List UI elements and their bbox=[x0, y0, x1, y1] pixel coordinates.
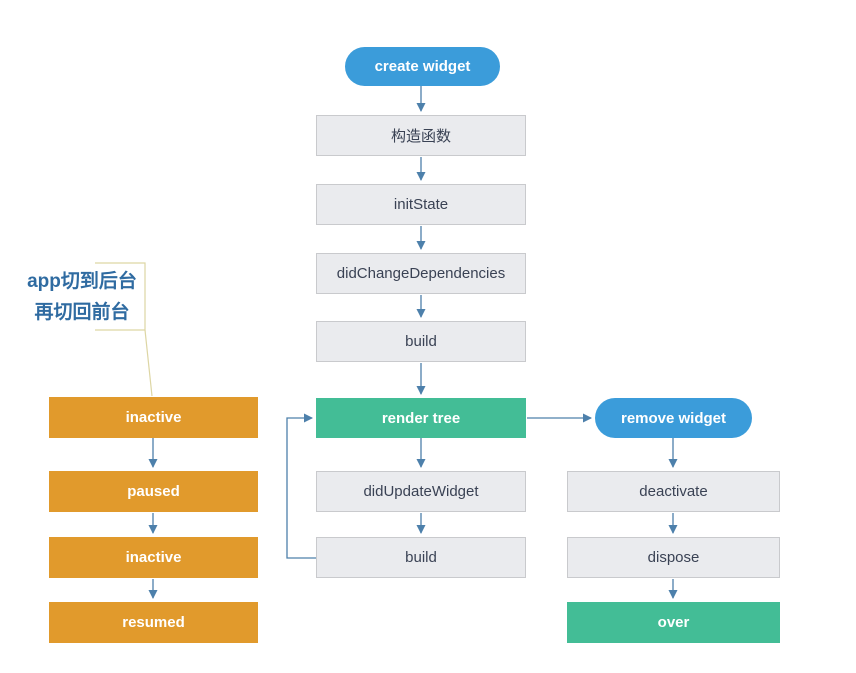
annotation-line1: app切到后台 bbox=[27, 271, 137, 292]
node-paused: paused bbox=[49, 471, 258, 512]
node-didchangedependencies: didChangeDependencies bbox=[316, 253, 526, 294]
node-inactive-2: inactive bbox=[49, 537, 258, 578]
node-initstate: initState bbox=[316, 184, 526, 225]
node-over: over bbox=[567, 602, 780, 643]
node-build: build bbox=[316, 321, 526, 362]
node-render-tree: render tree bbox=[316, 398, 526, 438]
node-inactive-1: inactive bbox=[49, 397, 258, 438]
node-deactivate: deactivate bbox=[567, 471, 780, 512]
node-create-widget: create widget bbox=[345, 47, 500, 86]
node-build2: build bbox=[316, 537, 526, 578]
node-didupdatewidget: didUpdateWidget bbox=[316, 471, 526, 512]
node-constructor: 构造函数 bbox=[316, 115, 526, 156]
arrow-build2-loop-to-rendertree bbox=[286, 413, 316, 559]
annotation-line2: 再切回前台 bbox=[34, 302, 130, 323]
node-remove-widget: remove widget bbox=[595, 398, 752, 438]
callout-leader-line bbox=[144, 329, 153, 397]
annotation-app-background-note: app切到后台 再切回前台 bbox=[18, 266, 146, 328]
node-resumed: resumed bbox=[49, 602, 258, 643]
node-dispose: dispose bbox=[567, 537, 780, 578]
